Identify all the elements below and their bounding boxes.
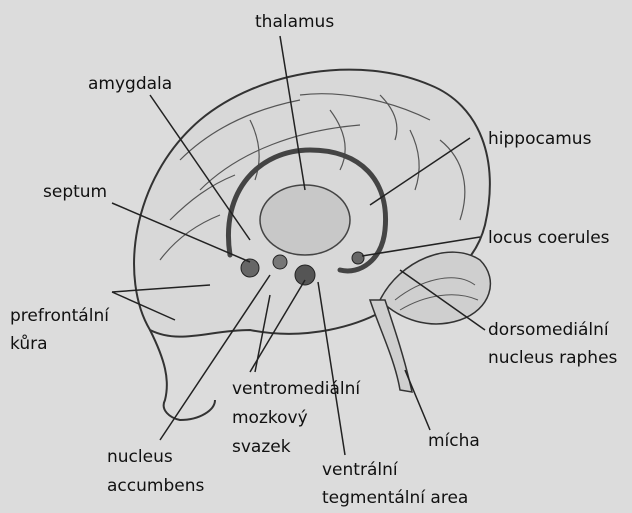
label-nucleus-acc-line2: accumbens	[107, 474, 204, 498]
label-ventromedial-line1: ventromediální	[232, 377, 360, 401]
vta-nucleus	[295, 265, 315, 285]
micha-leader	[405, 370, 430, 430]
label-dorsomedial-line1: dorsomediální	[488, 318, 609, 342]
thalamus-shape	[260, 185, 350, 255]
label-ventromedial-line3: svazek	[232, 435, 291, 459]
label-ventromedial-line2: mozkový	[232, 406, 308, 430]
label-septum: septum	[43, 180, 107, 204]
label-prefrontal-line2: kůra	[10, 332, 48, 356]
label-hippocampus: hippocamus	[488, 127, 591, 151]
label-thalamus: thalamus	[255, 10, 334, 34]
label-micha: mícha	[428, 429, 480, 453]
label-prefrontal-line1: prefrontální	[10, 304, 109, 328]
label-vta-line1: ventrální	[322, 458, 398, 482]
label-vta-line2: tegmentální area	[322, 486, 468, 510]
label-amygdala: amygdala	[88, 72, 172, 96]
label-locus-coerules: locus coerules	[488, 226, 610, 250]
locus-nucleus	[352, 252, 364, 264]
label-dorsomedial-line2: nucleus raphes	[488, 346, 617, 370]
label-nucleus-acc-line1: nucleus	[107, 445, 173, 469]
accumbens-nucleus	[273, 255, 287, 269]
